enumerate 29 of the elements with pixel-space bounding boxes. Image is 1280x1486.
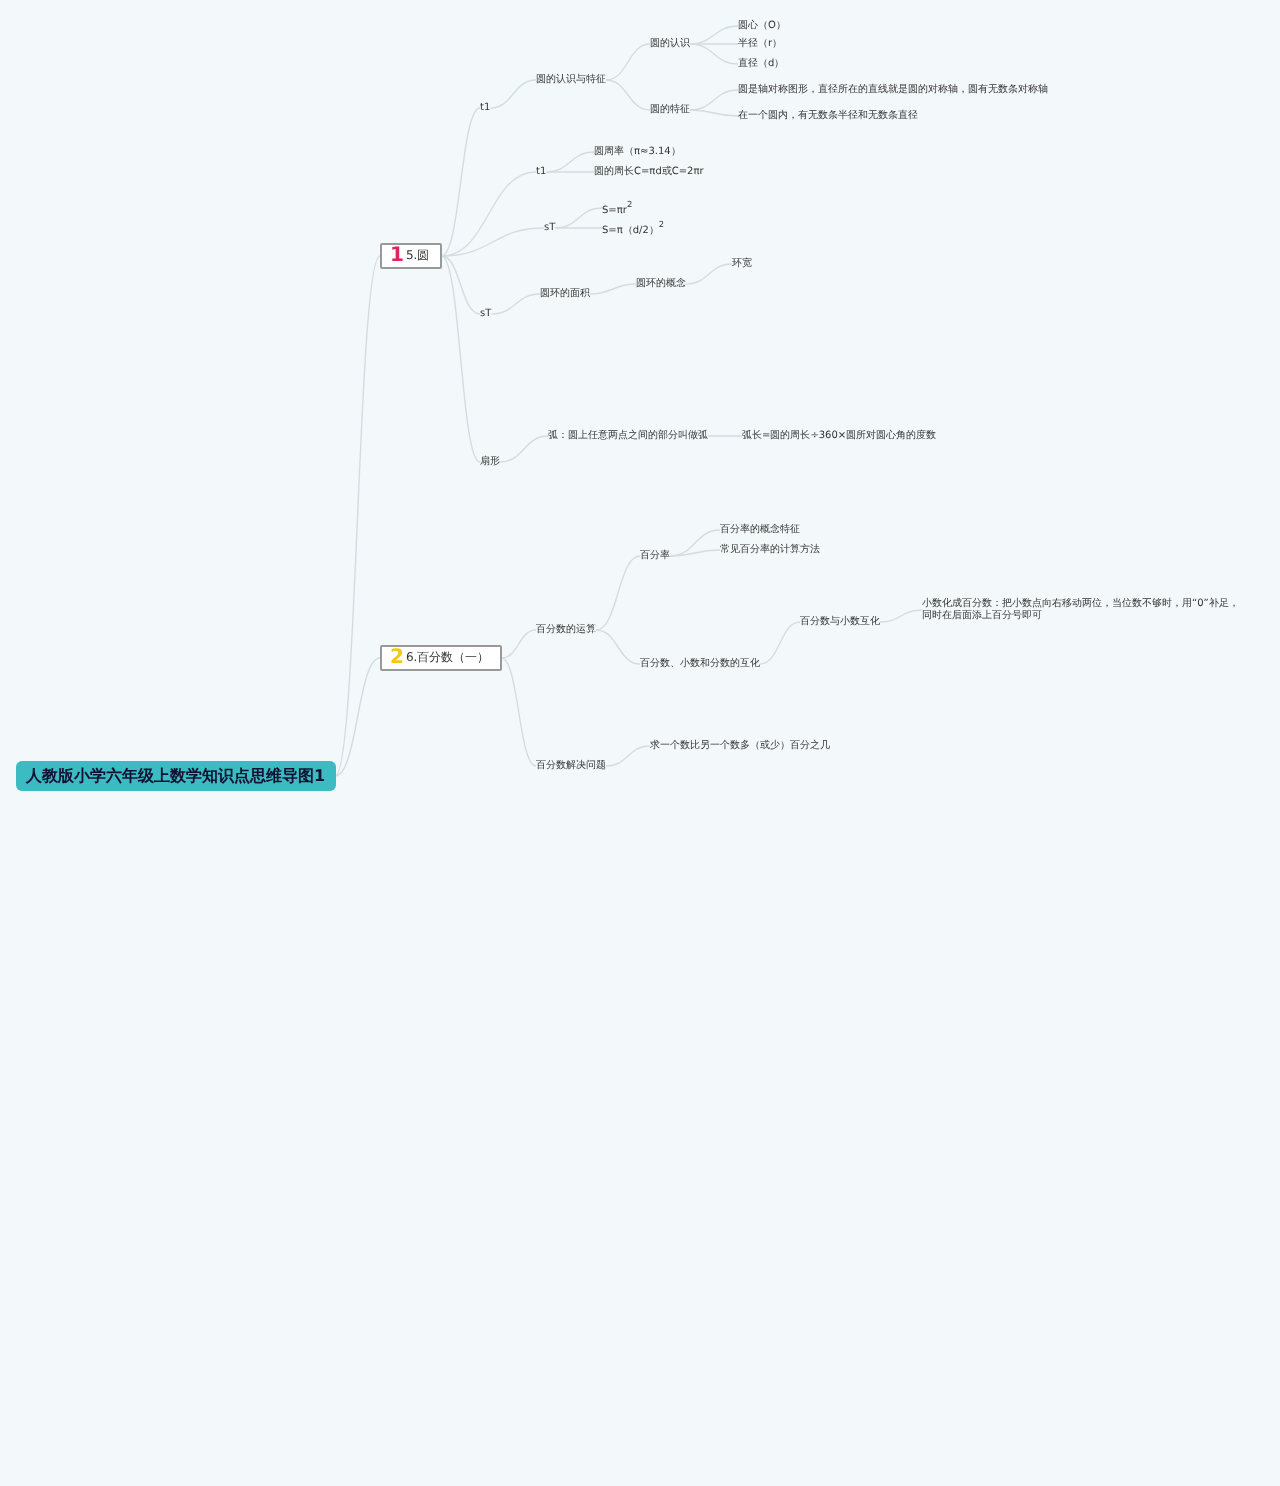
connector-line [595,629,641,665]
connector-line [440,255,481,315]
connector-line [499,435,549,463]
connector-line [689,43,739,65]
branch-number: 1 [390,245,404,267]
branch-topic-box [380,645,502,671]
connector-line [669,549,721,557]
connector-line [689,109,739,117]
root-topic-box: 人教版小学六年级上数学知识点思维导图1 [16,761,336,791]
connector-line [879,609,923,623]
connector-line [595,555,641,631]
branch-topic-box [380,243,442,269]
connector-line [490,293,541,315]
connector-line [440,255,481,463]
connector-line [489,79,537,109]
connector-line [605,79,651,111]
connector-line [440,227,545,257]
branch-number: 2 [390,647,404,669]
connector-line [605,745,651,767]
connector-line [759,621,801,665]
connector-line [500,629,537,659]
connector-line [440,107,481,257]
connector-line [589,283,637,295]
connector-line [689,89,739,111]
connector-line [334,255,381,777]
connector-line [605,43,651,81]
connector-line [500,657,537,767]
connector-line [334,657,381,777]
connector-line [685,263,733,285]
